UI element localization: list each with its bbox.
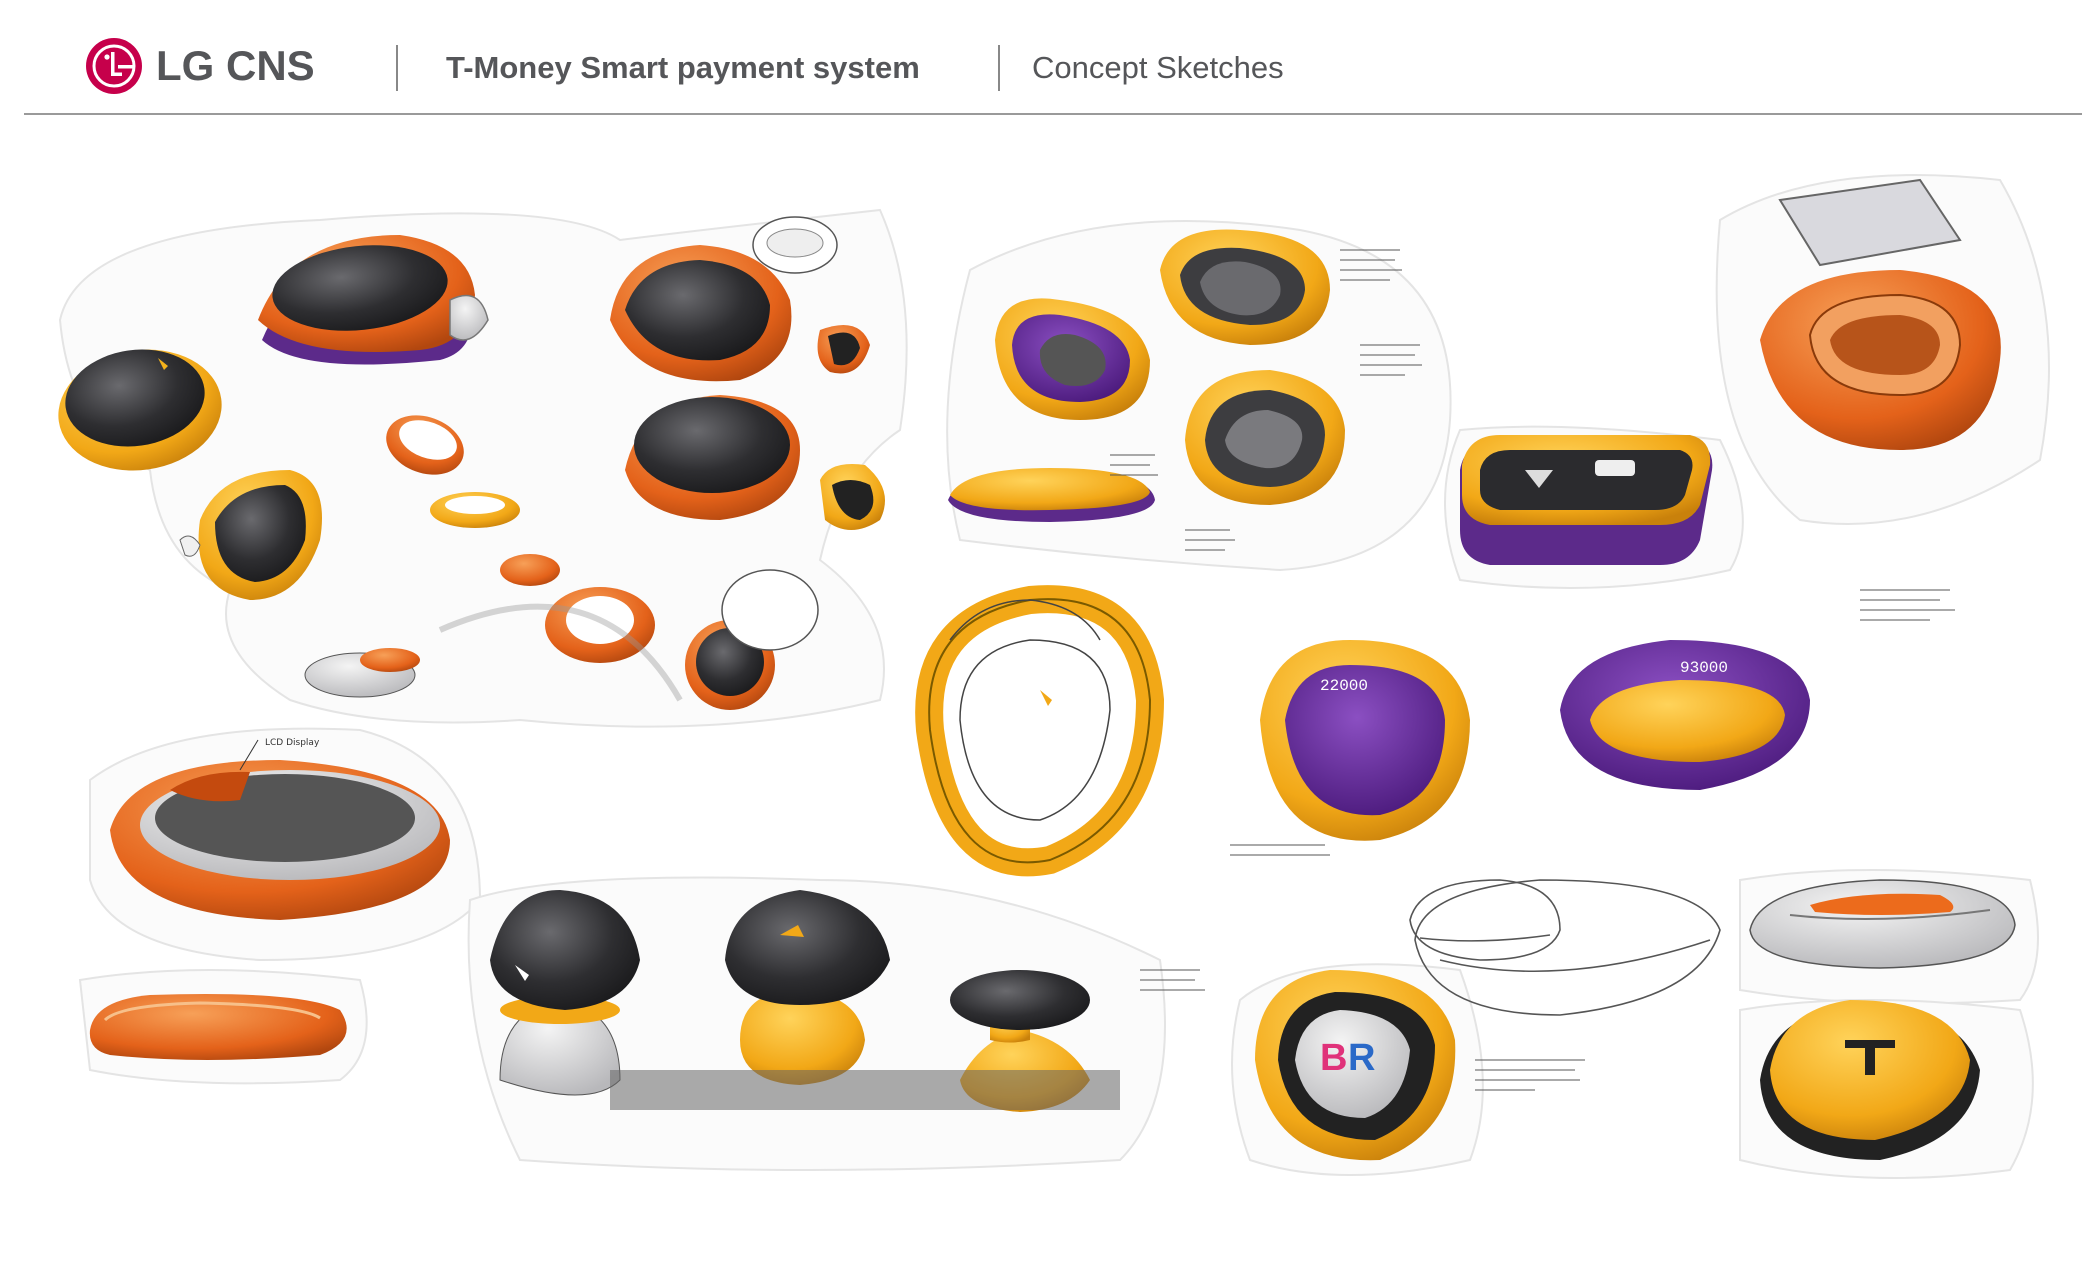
lcd-display-note: LCD Display [265, 738, 320, 748]
sketch-yellow-triangle [179, 470, 322, 600]
sketch-orange-disc: LCD Display [110, 738, 450, 920]
sketch-grey-oval [1749, 879, 2016, 969]
sketch-purple-oval: 93000 [1560, 640, 1810, 790]
sketch-yellow-purple: 22000 [1260, 640, 1470, 841]
brand-logo: LG CNS [86, 38, 315, 94]
sketch-orange-tray [1760, 178, 2001, 450]
sketch-pebble-yellow [58, 349, 222, 471]
sketch-yellow-t-device [1760, 1000, 1980, 1160]
sketch-pebble-chain [304, 415, 819, 710]
t-logo-icon [1845, 1040, 1895, 1075]
brand-name: LG CNS [156, 42, 315, 89]
header-divider [396, 45, 398, 91]
sketch-orange-large [625, 395, 885, 530]
lcd-amount: 93000 [1680, 659, 1728, 677]
br-mark: B [1320, 1037, 1347, 1079]
sketch-outline-wireframes [1409, 879, 1721, 1016]
page-header: LG CNS T-Money Smart payment system Conc… [0, 0, 2100, 116]
sketch-orange-triangle [610, 216, 870, 382]
header-divider [998, 45, 1000, 91]
header-rule [24, 113, 2082, 115]
sketch-yellow-ring [915, 585, 1165, 877]
page-title: T-Money Smart payment system [446, 50, 920, 85]
concept-sketch-sheet: 22000 93000 LCD Display [58, 174, 2050, 1179]
handwritten-notes [1110, 249, 1955, 1091]
sketch-br-device: B R [1255, 970, 1456, 1161]
sketch-pedestal-domes [490, 890, 1120, 1112]
sketch-orange-bar [89, 994, 347, 1060]
sketch-orange-dome [258, 235, 489, 365]
br-mark: R [1348, 1037, 1375, 1079]
lcd-amount: 22000 [1320, 677, 1368, 695]
sketch-purple-triangles [948, 229, 1345, 522]
lg-logo-icon [86, 38, 142, 94]
page-subtitle: Concept Sketches [1032, 50, 1284, 85]
sketch-rect-purple [1460, 435, 1713, 565]
